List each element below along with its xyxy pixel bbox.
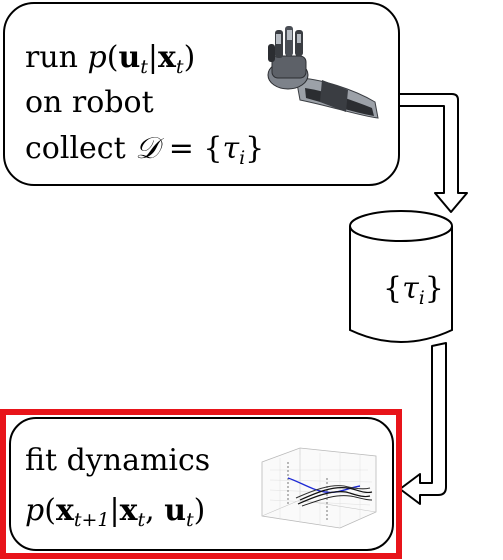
bottom-box-line1: fit dynamics — [25, 443, 210, 478]
highlight-frame — [0, 409, 402, 559]
top-box-line2: on robot — [25, 85, 154, 120]
top-box-line1: run p(ut|xt) — [25, 40, 195, 78]
database-cylinder-icon — [349, 210, 453, 343]
trajectory-plot-icon — [261, 447, 377, 529]
arrow-to-dataset — [398, 93, 468, 213]
dataset-label: {τi} — [383, 271, 444, 309]
top-box-line3: collect 𝒟 = {τi} — [25, 131, 264, 169]
arrow-to-fit — [399, 342, 447, 505]
robot-arm-icon — [267, 26, 379, 119]
bottom-box-line2: p(xt+1|xt, ut) — [25, 493, 205, 531]
